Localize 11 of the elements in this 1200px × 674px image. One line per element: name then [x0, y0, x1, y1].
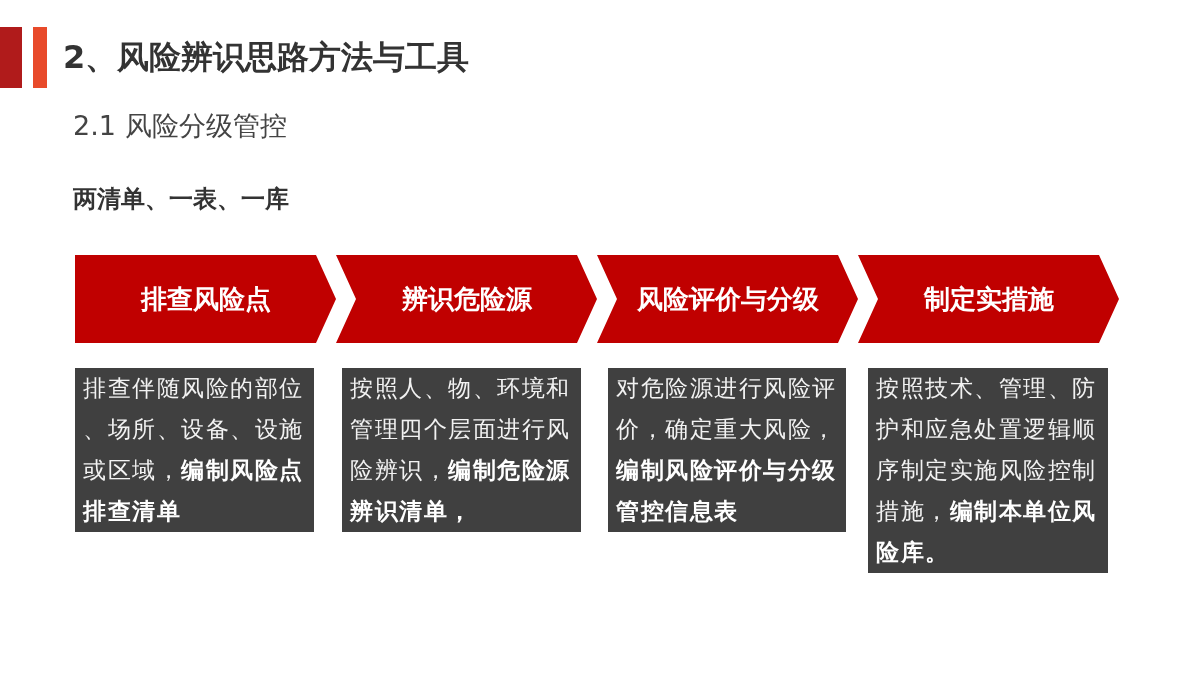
- description-box: 对危险源进行风险评价，确定重大风险，编制风险评价与分级管控信息表: [608, 368, 846, 532]
- process-step: 制定实措施: [858, 255, 1119, 343]
- description-box: 按照人、物、环境和管理四个层面进行风险辨识，编制危险源辨识清单，: [342, 368, 581, 532]
- process-step: 辨识危险源: [336, 255, 597, 343]
- description-box: 排查伴随风险的部位、场所、设备、设施或区域，编制风险点排查清单: [75, 368, 314, 532]
- slide-title: 2、风险辨识思路方法与工具: [63, 37, 470, 77]
- process-step: 风险评价与分级: [597, 255, 858, 343]
- subheading: 两清单、一表、一库: [73, 184, 289, 215]
- description-box: 按照技术、管理、防护和应急处置逻辑顺序制定实施风险控制措施，编制本单位风险库。: [868, 368, 1108, 573]
- section-heading: 2.1 风险分级管控: [73, 110, 287, 142]
- process-step: 排查风险点: [75, 255, 336, 343]
